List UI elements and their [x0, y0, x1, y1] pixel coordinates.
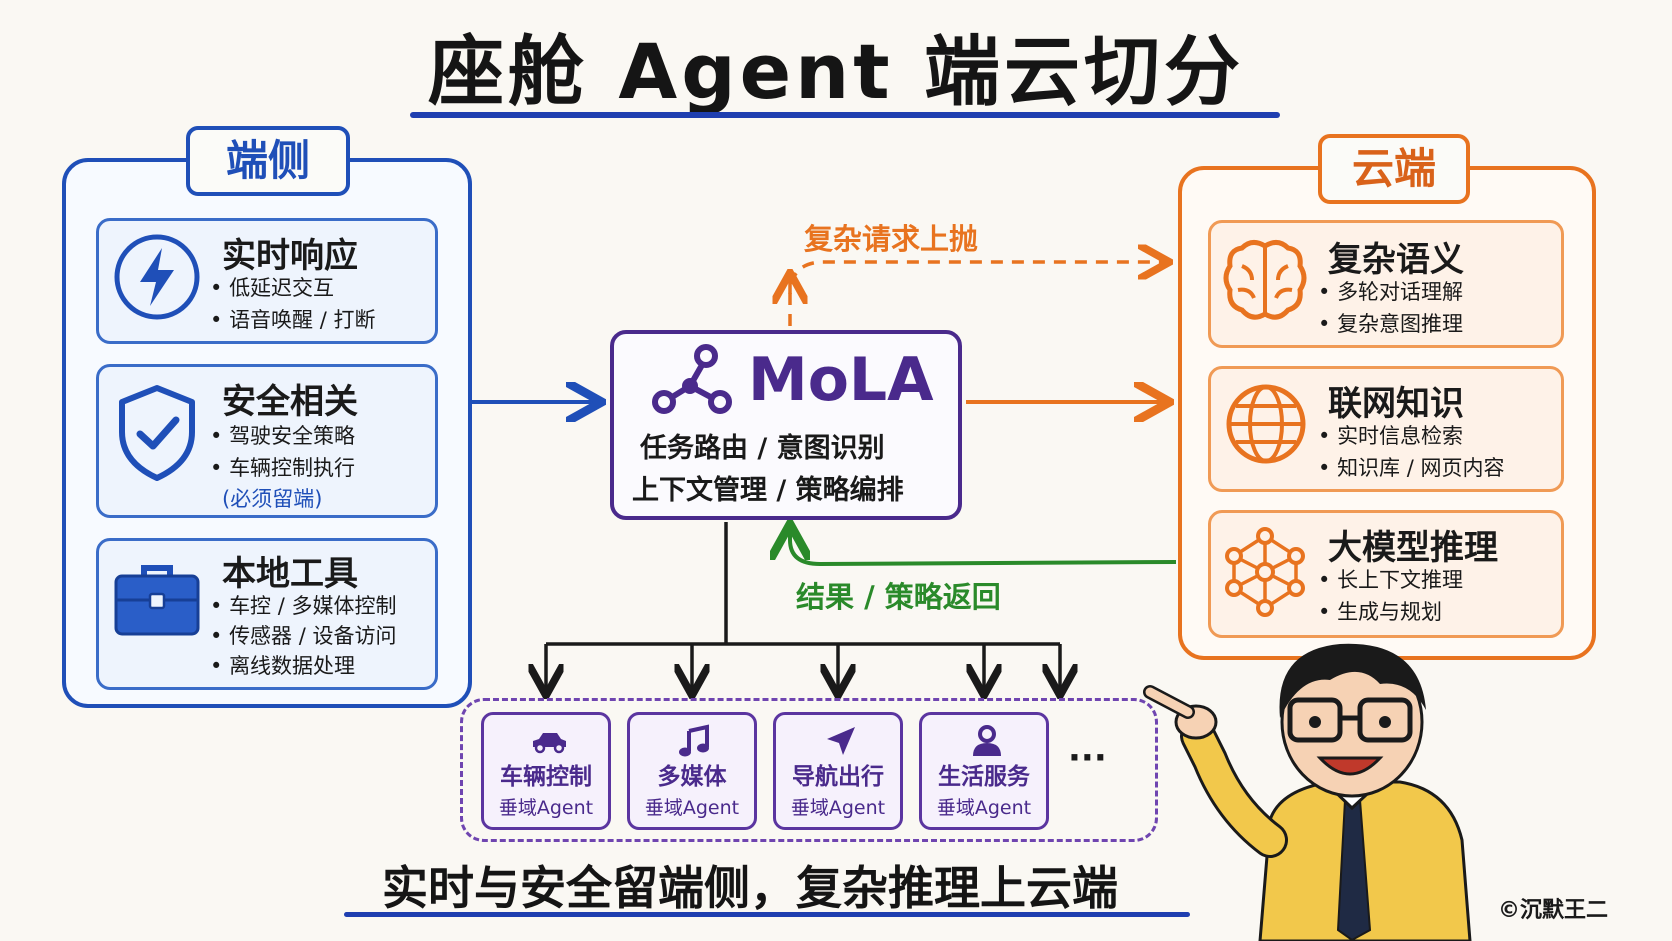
edge-card-title: 实时响应 — [222, 236, 358, 276]
list-item: 实时信息检索 — [1318, 420, 1463, 452]
mola-function-line: 任务路由 / 意图识别 — [640, 433, 885, 464]
pointing-character-illustration — [1143, 643, 1472, 941]
title-underline — [410, 112, 1280, 118]
more-agents-ellipsis: ··· — [1068, 738, 1107, 778]
toolbox-icon — [114, 565, 200, 636]
upload-label: 复杂请求上抛 — [804, 222, 979, 256]
navigation-arrow-icon — [827, 727, 855, 755]
list-item: 知识库 / 网页内容 — [1318, 452, 1504, 484]
brain-icon — [1223, 240, 1307, 320]
music-note-icon — [679, 724, 709, 757]
list-item: 车控 / 多媒体控制 — [210, 590, 396, 622]
mola-to-agents-trunk — [546, 522, 1060, 646]
agent-multimedia: 多媒体 垂域Agent — [627, 712, 757, 830]
shield-check-icon — [119, 385, 195, 481]
agent-life-service: 生活服务 垂域Agent — [919, 712, 1049, 830]
mola-box — [610, 330, 962, 520]
cloud-card-title: 大模型推理 — [1328, 528, 1498, 568]
list-item: 车辆控制执行 — [210, 452, 355, 484]
must-stay-note: (必须留端) — [222, 487, 323, 511]
list-item: 多轮对话理解 — [1318, 276, 1463, 308]
agent-navigation: 导航出行 垂域Agent — [773, 712, 903, 830]
edge-card-title: 本地工具 — [222, 554, 358, 594]
agents-group — [460, 698, 1158, 842]
mola-function-line: 上下文管理 / 策略编排 — [632, 475, 904, 506]
slogan: 实时与安全留端侧，复杂推理上云端 — [382, 861, 1118, 915]
list-item: 传感器 / 设备访问 — [210, 620, 396, 652]
agent-name: 导航出行 — [792, 764, 884, 790]
return-arrow — [790, 528, 1177, 567]
agent-type: 垂域Agent — [644, 797, 740, 819]
agent-type: 垂域Agent — [790, 797, 886, 819]
page-title: 座舱 Agent 端云切分 — [427, 27, 1245, 116]
list-item: 离线数据处理 — [210, 650, 355, 682]
list-item: 生成与规划 — [1318, 596, 1442, 628]
list-item: 驾驶安全策略 — [210, 420, 355, 452]
agent-type: 垂域Agent — [498, 797, 594, 819]
agent-type: 垂域Agent — [936, 797, 1032, 819]
lightning-icon — [114, 234, 200, 320]
cloud-card-title: 复杂语义 — [1328, 240, 1464, 280]
return-label: 结果 / 策略返回 — [796, 580, 1001, 614]
cloud-panel-title: 云端 — [1318, 134, 1470, 204]
slogan-underline — [344, 912, 1190, 917]
list-item: 复杂意图推理 — [1318, 308, 1463, 340]
agent-name: 车辆控制 — [500, 764, 592, 790]
list-item: 语音唤醒 / 打断 — [210, 304, 375, 336]
edge-card-title: 安全相关 — [222, 382, 358, 422]
person-icon — [973, 725, 1001, 756]
edge-panel-title: 端侧 — [186, 126, 350, 196]
list-item: 低延迟交互 — [210, 272, 334, 304]
author-credit: ©沉默王二 — [1498, 898, 1609, 923]
list-item: 长上下文推理 — [1318, 564, 1463, 596]
car-icon — [533, 733, 566, 754]
agent-name: 生活服务 — [938, 764, 1030, 790]
upload-dashed-arrow — [788, 262, 1166, 326]
mola-name: MoLA — [748, 345, 934, 415]
agent-vehicle-control: 车辆控制 垂域Agent — [481, 712, 611, 830]
globe-icon — [1226, 384, 1306, 464]
cloud-card-title: 联网知识 — [1328, 384, 1464, 424]
agent-name: 多媒体 — [657, 764, 727, 790]
network-icon — [1225, 527, 1305, 617]
graph-nodes-icon — [652, 344, 732, 414]
